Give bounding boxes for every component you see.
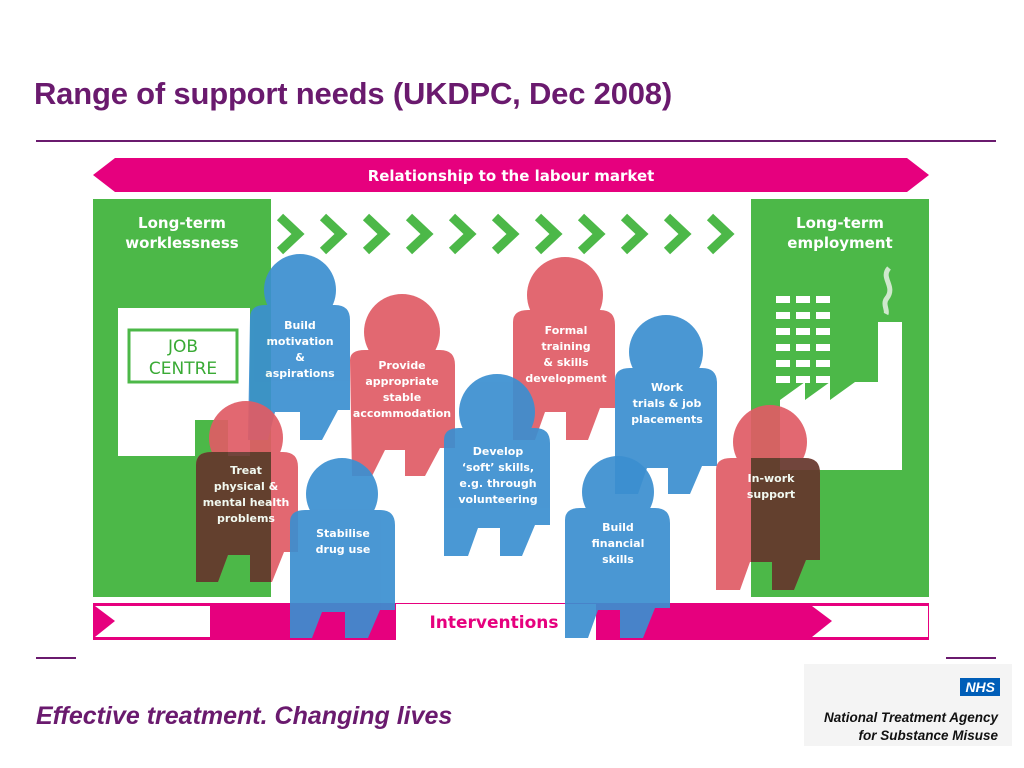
interventions-label-bg: [396, 604, 596, 640]
figure-develop-soft-skills-line4: volunteering: [458, 493, 537, 506]
figure-treat-health-line2: physical &: [214, 480, 279, 493]
title-divider: [36, 140, 996, 142]
figure-formal-training-line2: training: [541, 340, 590, 353]
footer-tagline: Effective treatment. Changing lives: [36, 702, 453, 730]
figure-develop-soft-skills-line1: Develop: [473, 445, 524, 458]
chevron-icon: [276, 213, 305, 255]
chevron-icon: [663, 213, 692, 255]
figure-build-financial-skills: Build financial skills: [565, 456, 670, 638]
nta-name-line1: National Treatment Agency: [823, 710, 998, 725]
figure-stabilise-drug-use: Stabilise drug use: [290, 458, 395, 638]
figure-build-motivation-line3: &: [295, 351, 305, 364]
nhs-logo-badge: NHS: [960, 678, 1000, 696]
chevron-icon: [362, 213, 391, 255]
figure-treat-health-line3: mental health: [203, 496, 290, 509]
interventions-notch-left: [95, 606, 210, 637]
figure-develop-soft-skills: Develop ‘soft’ skills, e.g. through volu…: [444, 374, 550, 556]
chevron-icon: [491, 213, 520, 255]
left-panel-heading-line2: worklessness: [125, 234, 238, 252]
chevron-icon: [706, 213, 735, 255]
chevron-icon: [405, 213, 434, 255]
figure-formal-training-line1: Formal: [545, 324, 588, 337]
figure-work-trials: Work trials & job placements: [615, 315, 717, 494]
job-centre-label-line2: CENTRE: [149, 359, 217, 379]
figure-in-work-support-line2: support: [747, 488, 795, 501]
figure-develop-soft-skills-line2: ‘soft’ skills,: [462, 461, 534, 474]
figure-stabilise-drug-use-line1: Stabilise: [316, 527, 370, 540]
figure-build-financial-skills-line2: financial: [592, 537, 645, 550]
chevron-icon: [620, 213, 649, 255]
figure-build-motivation-line1: Build: [284, 319, 316, 332]
figure-build-motivation-line4: aspirations: [265, 367, 335, 380]
figure-provide-accommodation-line2: appropriate: [365, 375, 438, 388]
right-panel-heading-line2: employment: [787, 234, 892, 252]
figure-work-trials-line1: Work: [651, 381, 684, 394]
chevron-icon: [577, 213, 606, 255]
figure-stabilise-drug-use-line2: drug use: [316, 543, 371, 556]
figure-formal-training-line3: & skills: [543, 356, 589, 369]
labour-market-label: Relationship to the labour market: [368, 167, 655, 185]
left-panel-heading-line1: Long-term: [138, 214, 226, 232]
figure-build-motivation: Build motivation & aspirations: [248, 254, 350, 440]
office-building-icon: [776, 296, 830, 383]
interventions-notch-right: [812, 606, 928, 637]
figure-treat-health: Treat physical & mental health problems: [196, 401, 298, 582]
chevron-icon: [448, 213, 477, 255]
figure-in-work-support: In-work support: [716, 405, 820, 590]
nta-logo: NHS National Treatment Agency for Substa…: [804, 664, 1012, 746]
figure-build-motivation-line2: motivation: [266, 335, 333, 348]
figure-provide-accommodation-line4: accommodation: [353, 407, 451, 420]
factory-icon: [780, 266, 902, 470]
figure-formal-training-line4: development: [525, 372, 606, 385]
footer-divider-left: [36, 657, 76, 659]
figure-work-trials-line3: placements: [631, 413, 703, 426]
right-panel-heading-line1: Long-term: [796, 214, 884, 232]
footer-divider-right: [946, 657, 996, 659]
labour-market-arrow: [93, 158, 929, 192]
chevron-icon: [319, 213, 348, 255]
figure-provide-accommodation-line3: stable: [383, 391, 421, 404]
figure-provide-accommodation-line1: Provide: [378, 359, 425, 372]
progress-chevrons: [276, 213, 735, 255]
interventions-label: Interventions: [429, 613, 558, 633]
figure-develop-soft-skills-line3: e.g. through: [459, 477, 536, 490]
figure-provide-accommodation: Provide appropriate stable accommodation: [350, 294, 455, 476]
slide-title: Range of support needs (UKDPC, Dec 2008): [34, 76, 672, 111]
nta-name-line2: for Substance Misuse: [858, 728, 998, 743]
figure-in-work-support-line1: In-work: [748, 472, 796, 485]
figure-build-financial-skills-line1: Build: [602, 521, 634, 534]
figure-treat-health-line4: problems: [217, 512, 275, 525]
figure-treat-health-line1: Treat: [230, 464, 262, 477]
figure-formal-training: Formal training & skills development: [513, 257, 615, 440]
chevron-icon: [534, 213, 563, 255]
figure-build-financial-skills-line3: skills: [602, 553, 634, 566]
job-centre-label-line1: JOB: [167, 337, 198, 357]
figure-work-trials-line2: trials & job: [633, 397, 702, 410]
